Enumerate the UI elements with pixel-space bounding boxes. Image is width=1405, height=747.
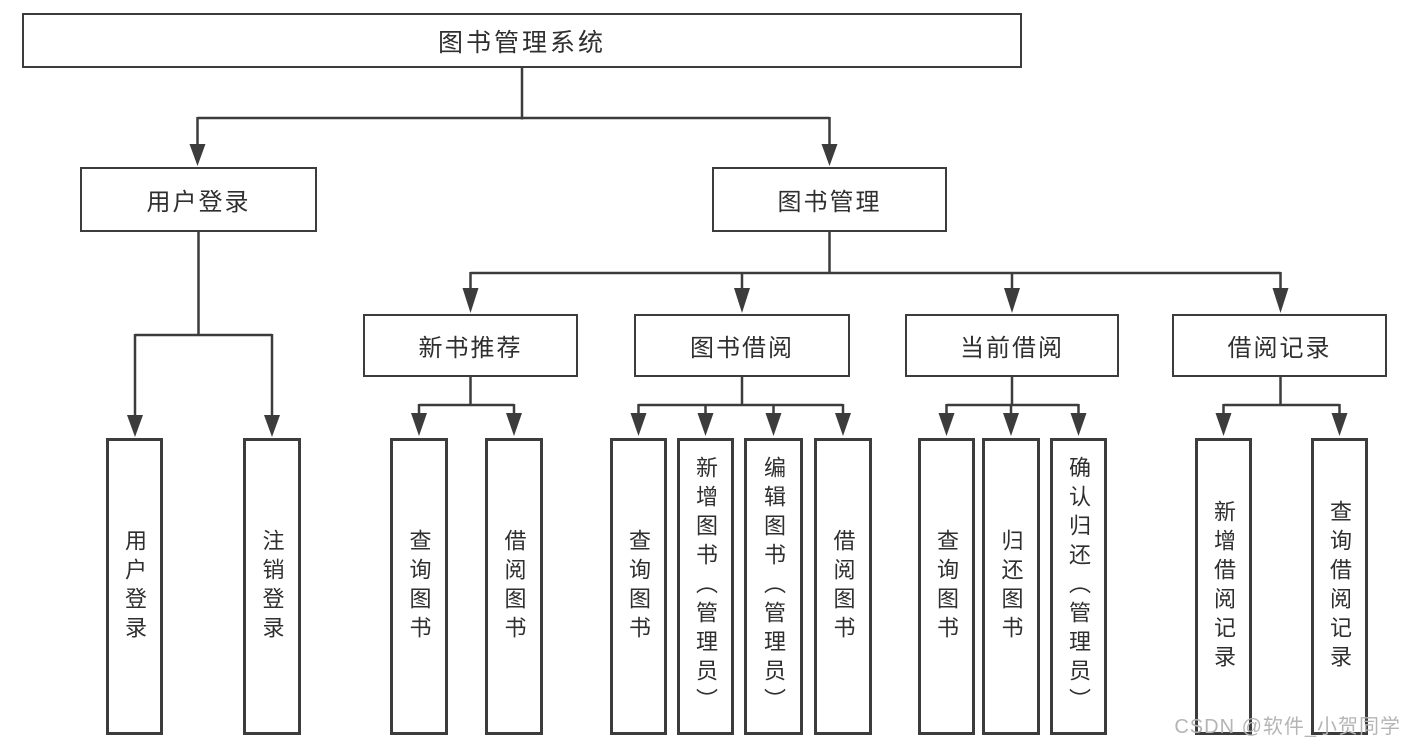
node-book-management: 图书管理: [712, 167, 947, 232]
node-user-login-leaf: 用户登录: [106, 438, 163, 735]
node-current-borrow-label: 当前借阅: [960, 335, 1064, 362]
node-logout: 注销登录: [243, 438, 301, 735]
node-borrow-records: 借阅记录: [1172, 314, 1387, 377]
node-add-borrow-record-label: 新增借阅记录: [1211, 499, 1237, 674]
node-borrow-books-recommend-label: 借阅图书: [501, 528, 527, 645]
node-query-borrow-record: 查询借阅记录: [1311, 438, 1368, 735]
node-confirm-return-admin-label: 确认归还（管理员）: [1066, 456, 1092, 717]
node-user-login-leaf-label: 用户登录: [122, 528, 148, 645]
node-edit-book-admin-label: 编辑图书（管理员）: [761, 456, 787, 717]
node-logout-label: 注销登录: [259, 528, 285, 645]
node-book-borrow: 图书借阅: [634, 314, 850, 377]
node-query-books-borrow-label: 查询图书: [626, 528, 652, 645]
node-add-book-admin: 新增图书（管理员）: [677, 438, 734, 735]
watermark: CSDN @软件_小贺同学: [1174, 716, 1401, 738]
node-book-borrow-label: 图书借阅: [690, 335, 794, 362]
node-borrow-books-recommend: 借阅图书: [485, 438, 543, 735]
node-query-books-recommend: 查询图书: [390, 438, 448, 735]
node-edit-book-admin: 编辑图书（管理员）: [744, 438, 803, 735]
node-root-label: 图书管理系统: [437, 28, 606, 57]
node-query-books-current-label: 查询图书: [934, 528, 960, 645]
node-user-login: 用户登录: [80, 167, 317, 232]
node-current-borrow: 当前借阅: [905, 314, 1119, 377]
node-borrow-books-leaf: 借阅图书: [814, 438, 872, 735]
node-confirm-return-admin: 确认归还（管理员）: [1050, 438, 1107, 735]
node-root: 图书管理系统: [22, 13, 1022, 68]
node-add-borrow-record: 新增借阅记录: [1195, 438, 1252, 735]
node-return-book-label: 归还图书: [998, 528, 1024, 645]
node-query-books-borrow: 查询图书: [610, 438, 667, 735]
node-new-book-recommend-label: 新书推荐: [418, 335, 523, 362]
node-book-management-label: 图书管理: [777, 189, 882, 216]
node-borrow-records-label: 借阅记录: [1227, 335, 1332, 362]
node-return-book: 归还图书: [982, 438, 1040, 735]
node-query-books-recommend-label: 查询图书: [406, 528, 432, 645]
node-query-books-current: 查询图书: [918, 438, 975, 735]
node-new-book-recommend: 新书推荐: [363, 314, 578, 377]
node-add-book-admin-label: 新增图书（管理员）: [693, 456, 719, 717]
node-user-login-label: 用户登录: [146, 189, 251, 216]
node-query-borrow-record-label: 查询借阅记录: [1327, 499, 1353, 674]
node-borrow-books-leaf-label: 借阅图书: [830, 528, 856, 645]
